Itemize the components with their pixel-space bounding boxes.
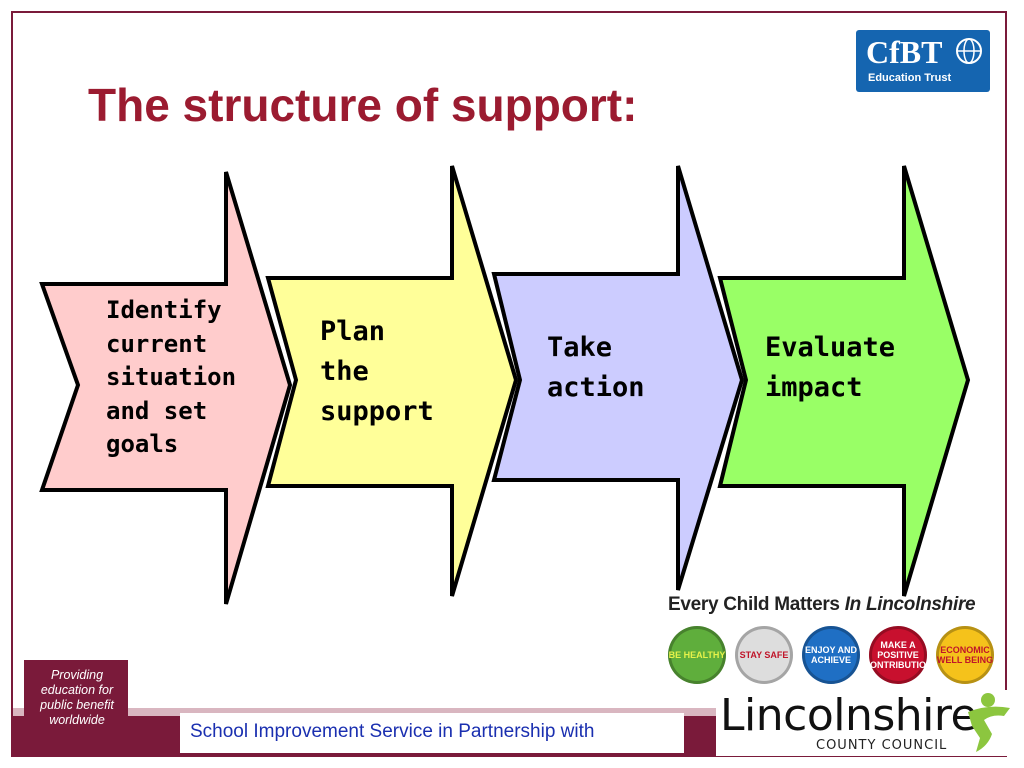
step-label-identify: Identify current situation and set goals xyxy=(106,296,237,458)
step-arrow-identify xyxy=(39,171,293,605)
globe-icon xyxy=(956,38,982,64)
ecm-heading: Every Child Matters In Lincolnshire xyxy=(668,594,976,616)
lincolnshire-logo-subtitle: COUNTY COUNCIL xyxy=(816,738,948,753)
cfbt-logo-subtitle: Education Trust xyxy=(868,72,952,84)
be-healthy-badge: BE HEALTHY xyxy=(668,626,726,684)
step-arrow-plan xyxy=(265,165,519,597)
step-label-plan: Plan the support xyxy=(320,316,434,427)
positive-contribution-badge: MAKE A POSITIVE CONTRIBUTION xyxy=(864,626,933,684)
step-label-evaluate: Evaluate impact xyxy=(765,332,896,403)
lincolnshire-logo xyxy=(716,690,1008,756)
ecm-heading-emphasis: In Lincolnshire xyxy=(844,594,976,615)
cfbt-tagline-box: Providing education for public benefit w… xyxy=(24,660,128,744)
partnership-box xyxy=(180,713,684,753)
page-title: The structure of support: xyxy=(88,79,638,131)
ecm-heading-main: Every Child Matters xyxy=(668,594,840,615)
footer-band-highlight xyxy=(13,708,1007,716)
partnership-text: School Improvement Service in Partnershi… xyxy=(190,721,595,742)
step-arrow-take-action xyxy=(491,165,745,591)
stay-safe-badge: STAY SAFE xyxy=(735,626,793,684)
ecm-badges: BE HEALTHY STAY SAFE ENJOY AND ACHIEVE M… xyxy=(668,626,998,686)
lincolnshire-figure-icon xyxy=(968,693,1010,752)
step-arrow-evaluate xyxy=(717,165,971,597)
cfbt-logo-text: CfBT xyxy=(866,34,943,70)
step-label-take-action: Take action xyxy=(547,332,645,403)
enjoy-achieve-badge: ENJOY AND ACHIEVE xyxy=(802,626,860,684)
slide-frame xyxy=(11,11,1007,757)
lincolnshire-logo-text: Lincolnshire xyxy=(720,690,978,741)
economic-wellbeing-badge: ECONOMIC WELL BEING xyxy=(936,626,994,684)
cfbt-logo: CfBT Education Trust xyxy=(856,30,990,92)
